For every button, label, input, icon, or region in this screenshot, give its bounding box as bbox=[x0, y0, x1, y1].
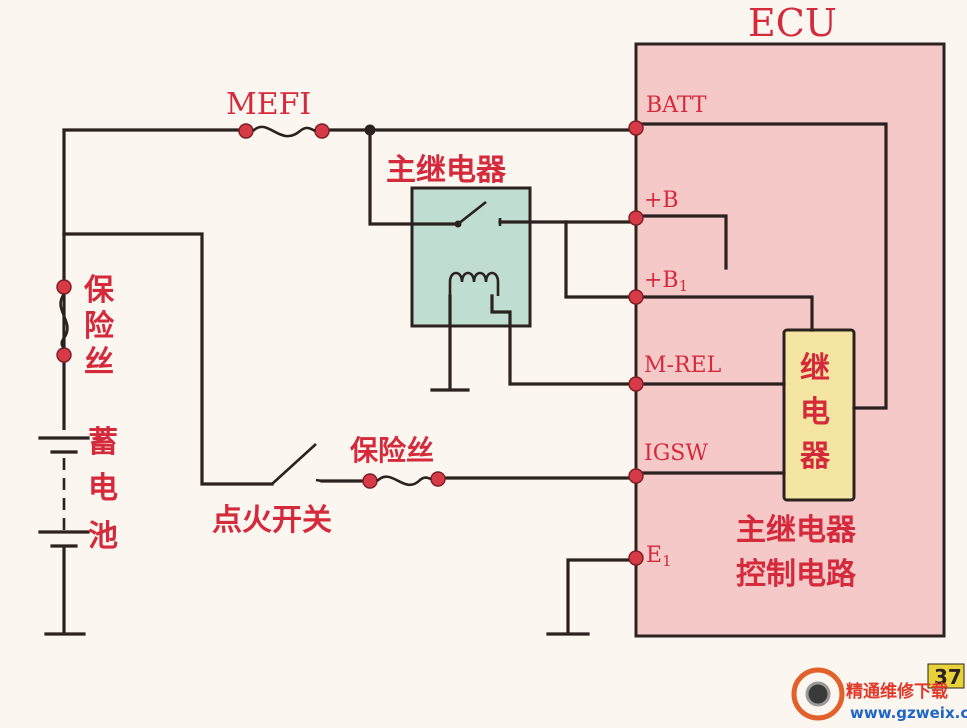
coil-right-wire bbox=[490, 294, 638, 386]
control-circuit-line-2: 控制电路 bbox=[736, 557, 857, 592]
left-fuse-char-2: 险 bbox=[84, 309, 115, 344]
bottom-fuse-terminal-right bbox=[430, 471, 446, 487]
pin-b1-terminal bbox=[628, 289, 644, 305]
pin-b1-main: +B bbox=[644, 268, 679, 293]
pin-b-terminal bbox=[628, 210, 644, 226]
inner-relay-char-3: 器 bbox=[799, 439, 831, 474]
top-wire bbox=[62, 128, 248, 635]
watermark-site-url: www.gzweix.com bbox=[850, 704, 967, 722]
pin-igsw-label: IGSW bbox=[644, 441, 708, 466]
ecu-label: ECU bbox=[748, 1, 837, 45]
watermark-page-box bbox=[927, 663, 965, 689]
inner-relay-char-1: 继 bbox=[800, 351, 830, 386]
main-relay-box bbox=[410, 186, 532, 328]
pin-e1-label: E1 bbox=[646, 543, 672, 570]
b-internal-wire bbox=[634, 214, 728, 270]
ignition-wire bbox=[62, 232, 274, 486]
b1-wire bbox=[564, 220, 638, 299]
relay-coil bbox=[448, 271, 500, 296]
watermark-page-number: 37 bbox=[934, 665, 962, 689]
battery-char-1: 蓄 bbox=[88, 425, 118, 460]
left-fuse-char-1: 保 bbox=[84, 273, 115, 308]
left-fuse-link bbox=[59, 293, 69, 349]
main-relay-label: 主继电器 bbox=[386, 153, 507, 188]
pin-e1-terminal bbox=[628, 550, 644, 566]
bottom-fuse-link bbox=[376, 475, 432, 487]
pin-mrel-label: M-REL bbox=[644, 353, 722, 378]
relay-feed-wire bbox=[368, 128, 460, 226]
relay-switch-blade bbox=[457, 200, 487, 226]
junction-top bbox=[364, 124, 376, 136]
ignition-switch-label: 点火开关 bbox=[212, 503, 332, 538]
watermark-logo-icon bbox=[791, 667, 845, 721]
pin-b1-sub: 1 bbox=[679, 277, 689, 295]
pin-e1-main: E bbox=[646, 543, 662, 568]
left-fuse-terminal-bottom bbox=[56, 347, 72, 363]
bottom-fuse-label: 保险丝 bbox=[350, 434, 434, 467]
watermark-logo-inner-icon bbox=[805, 681, 831, 707]
watermark: 37 精通维修下载 www.gzweix.com bbox=[791, 663, 967, 722]
watermark-site-name: 精通维修下载 bbox=[846, 681, 948, 702]
left-fuse-terminal-top bbox=[56, 279, 72, 295]
pin-mrel-terminal bbox=[628, 376, 644, 392]
pin-b1-label: +B1 bbox=[644, 268, 688, 295]
pin-batt-label: BATT bbox=[646, 93, 707, 118]
batt-internal-wire bbox=[634, 122, 888, 410]
mefi-label: MEFI bbox=[226, 87, 311, 122]
battery-char-3: 池 bbox=[88, 519, 118, 554]
ignition-switch-blade bbox=[271, 443, 317, 485]
ignition-switch-stub bbox=[315, 478, 323, 483]
b1-internal-wire bbox=[634, 295, 814, 332]
pin-batt-terminal bbox=[628, 120, 644, 136]
e1-wire bbox=[566, 558, 638, 634]
mefi-fuse-terminal-left bbox=[238, 123, 254, 139]
left-fuse-char-3: 丝 bbox=[84, 345, 114, 380]
pin-b-label: +B bbox=[644, 188, 679, 213]
mefi-fuse-terminal-right bbox=[314, 123, 330, 139]
battery-char-2: 电 bbox=[88, 471, 118, 506]
bottom-fuse-terminal-left bbox=[362, 473, 378, 489]
pin-e1-sub: 1 bbox=[662, 552, 672, 570]
control-circuit-line-1: 主继电器 bbox=[736, 513, 857, 548]
pin-igsw-terminal bbox=[628, 468, 644, 484]
inner-relay-box bbox=[782, 328, 856, 502]
inner-relay-char-2: 电 bbox=[800, 395, 830, 430]
mefi-fuse-link bbox=[252, 125, 316, 138]
